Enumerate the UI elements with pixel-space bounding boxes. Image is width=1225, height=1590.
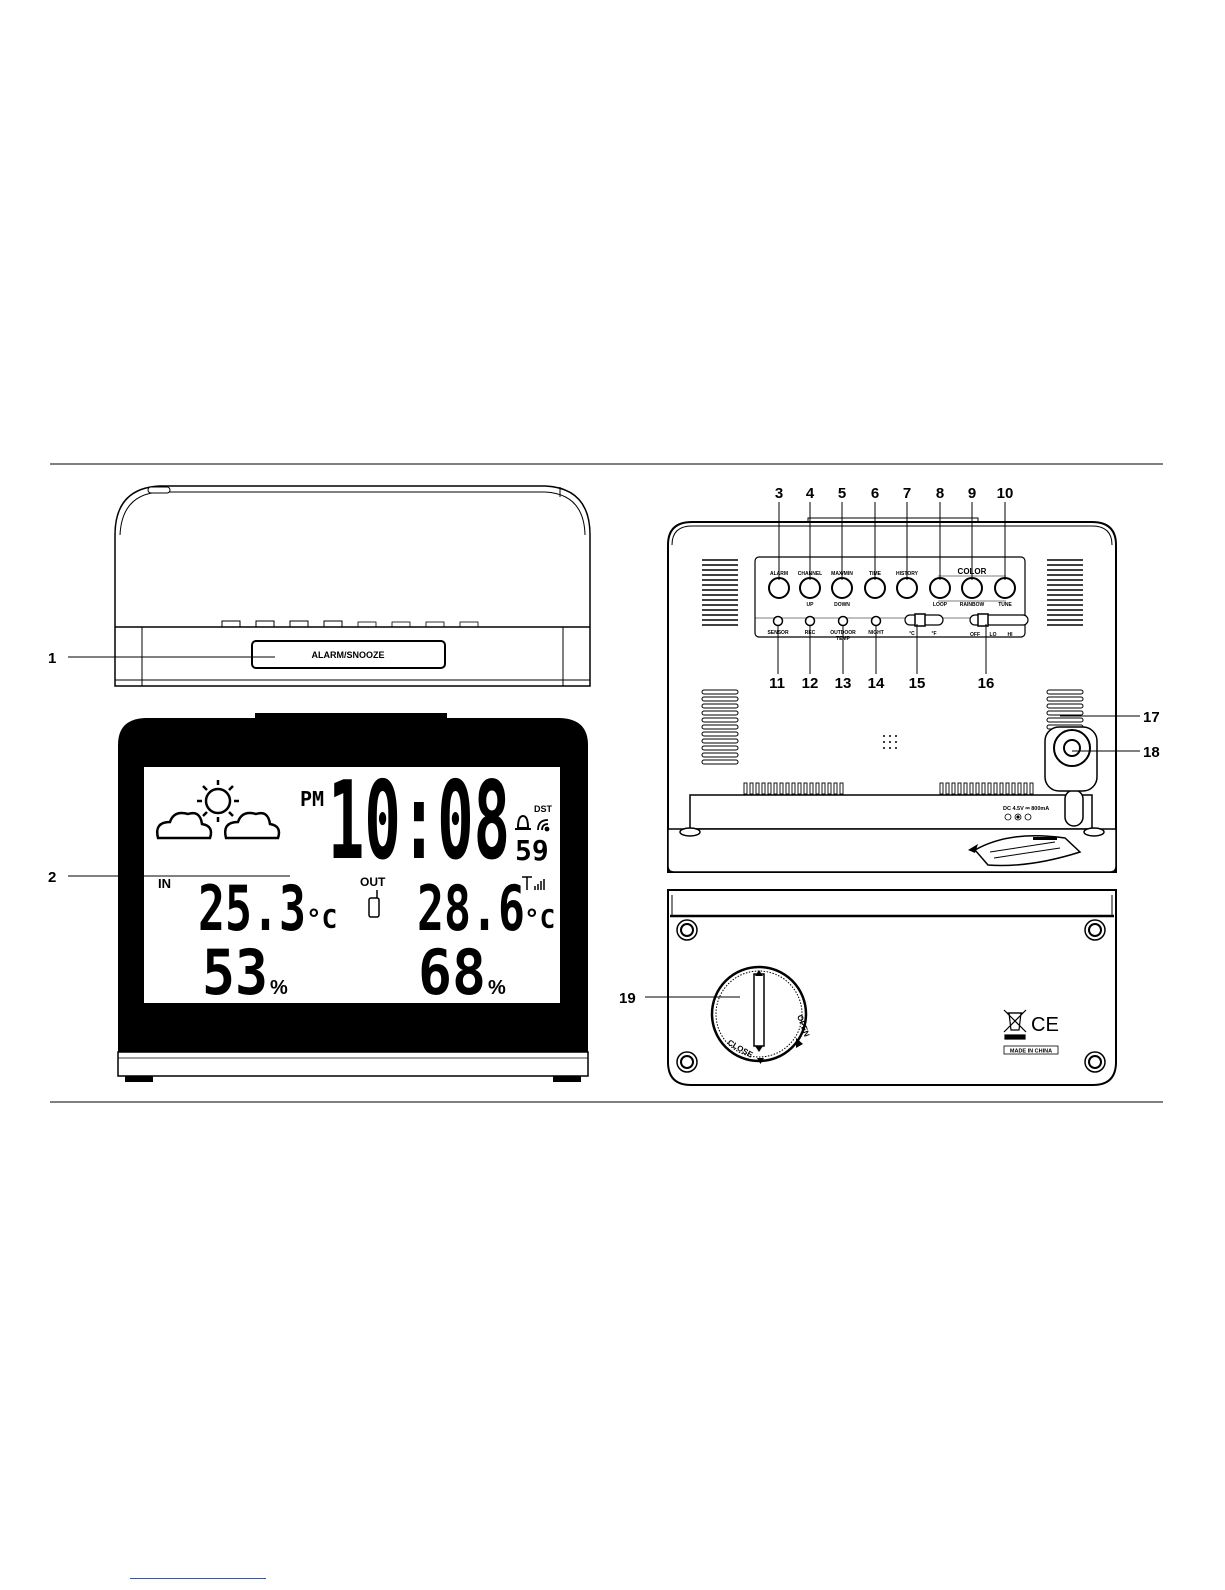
callout-11: 11 — [769, 675, 785, 692]
tune-label: TUNE — [998, 602, 1012, 608]
fahrenheit-label: °F — [931, 631, 936, 637]
callout-2: 2 — [48, 869, 56, 886]
off-label: OFF — [970, 632, 980, 638]
callout-1: 1 — [48, 650, 56, 667]
screw-bottom-left — [677, 1052, 697, 1072]
screw-bottom-right — [1085, 1052, 1105, 1072]
alarm-snooze-label: ALARM/SNOOZE — [312, 650, 385, 660]
power-rating: DC 4.5V ⎓ 800mA — [1003, 806, 1049, 812]
callout-14: 14 — [868, 675, 885, 692]
clock-time: 10:08 — [328, 759, 510, 884]
callout-15: 15 — [909, 675, 926, 692]
sensor-button[interactable] — [774, 617, 783, 626]
alarm-button[interactable] — [769, 578, 789, 598]
indoor-humidity-unit: % — [270, 977, 288, 999]
pm-indicator: PM — [300, 787, 324, 811]
ce-mark: CE — [1031, 1014, 1059, 1036]
callout-17: 17 — [1143, 709, 1160, 726]
maxmin-down-button[interactable] — [832, 578, 852, 598]
front-top-view: ALARM/SNOOZE — [115, 486, 590, 686]
footer-link-underline — [130, 1578, 266, 1579]
outdoor-humidity-unit: % — [488, 977, 506, 999]
callout-9: 9 — [968, 485, 976, 502]
color-loop-button[interactable] — [930, 578, 950, 598]
indoor-humidity: 53 — [202, 936, 268, 1009]
back-view: COLOR ALARM CHANNEL UP MAX/MIN DOWN TIME… — [668, 518, 1116, 872]
indoor-temp-unit: °C — [306, 905, 337, 935]
callout-18: 18 — [1143, 744, 1160, 761]
lo-label: LO — [990, 632, 997, 638]
hi-label: HI — [1008, 632, 1014, 638]
dst-indicator: DST — [534, 804, 553, 814]
color-tune-button[interactable] — [995, 578, 1015, 598]
indoor-temperature: 25.3 — [198, 872, 306, 945]
rainbow-label: RAINBOW — [960, 602, 985, 608]
clock-seconds: 59 — [515, 834, 549, 867]
outdoor-temp-unit: °C — [524, 905, 555, 935]
battery-cover-slot[interactable] — [754, 974, 764, 1046]
celsius-label: °C — [909, 631, 915, 637]
outdoor-temperature: 28.6 — [417, 872, 525, 945]
callout-4: 4 — [806, 485, 815, 502]
color-rainbow-button[interactable] — [962, 578, 982, 598]
made-in-label: MADE IN CHINA — [1010, 1049, 1052, 1055]
bottom-view: OPEN CLOSE CE MADE IN CHINA — [668, 890, 1116, 1085]
front-display-view: PM 10:08 DST 59 IN OUT 25.3 °C 28.6 °C 5… — [118, 713, 588, 1082]
outdoor-temp-button[interactable] — [839, 617, 848, 626]
up-label: UP — [807, 602, 815, 608]
channel-up-button[interactable] — [800, 578, 820, 598]
time-button[interactable] — [865, 578, 885, 598]
callout-19: 19 — [619, 990, 636, 1007]
night-button[interactable] — [872, 617, 881, 626]
dc-jack-plug — [1064, 740, 1080, 756]
screw-top-left — [677, 920, 697, 940]
callout-3: 3 — [775, 485, 783, 502]
callout-12: 12 — [802, 675, 819, 692]
callout-10: 10 — [997, 485, 1014, 502]
callout-8: 8 — [936, 485, 944, 502]
history-button[interactable] — [897, 578, 917, 598]
callout-13: 13 — [835, 675, 852, 692]
indoor-label: IN — [158, 876, 171, 891]
callout-16: 16 — [978, 675, 995, 692]
loop-label: LOOP — [933, 602, 948, 608]
outdoor-label: OUT — [360, 875, 386, 889]
down-label: DOWN — [834, 602, 850, 608]
rec-button[interactable] — [806, 617, 815, 626]
callout-7: 7 — [903, 485, 911, 502]
screw-top-right — [1085, 920, 1105, 940]
outdoor-humidity: 68 — [418, 936, 486, 1009]
callout-5: 5 — [838, 485, 846, 502]
power-cord — [1065, 790, 1083, 826]
callout-6: 6 — [871, 485, 879, 502]
